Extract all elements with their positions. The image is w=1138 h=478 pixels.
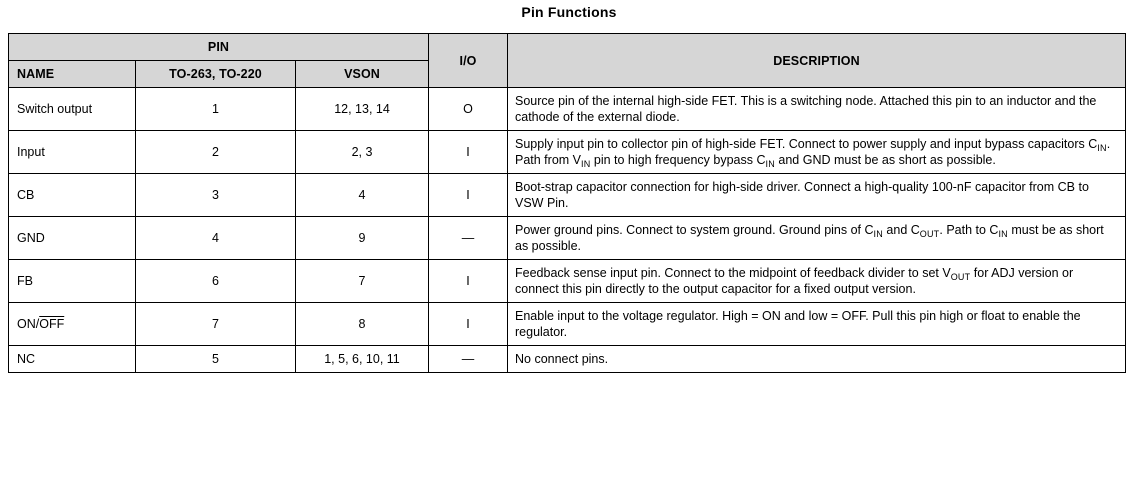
table-row: CB 3 4 I Boot-strap capacitor connection… [8, 173, 1126, 217]
cell-pin-name: Switch output [8, 87, 136, 131]
cell-io: — [428, 216, 508, 260]
cell-description: Boot-strap capacitor connection for high… [507, 173, 1126, 217]
cell-vson: 8 [295, 302, 429, 346]
cell-to263-to220: 7 [135, 302, 296, 346]
cell-io: — [428, 345, 508, 373]
cell-description: No connect pins. [507, 345, 1126, 373]
cell-description: Source pin of the internal high-side FET… [507, 87, 1126, 131]
cell-description: Power ground pins. Connect to system gro… [507, 216, 1126, 260]
column-header-io: I/O [428, 33, 508, 88]
table-header: PIN I/O DESCRIPTION NAME TO-263, TO-220 … [8, 33, 1126, 88]
cell-pin-name: ON/OFF [8, 302, 136, 346]
cell-io: O [428, 87, 508, 131]
pin-name-plain: ON/ [17, 317, 40, 331]
pin-functions-table-container: PIN I/O DESCRIPTION NAME TO-263, TO-220 … [8, 33, 1126, 373]
column-header-vson: VSON [295, 60, 429, 88]
cell-io: I [428, 302, 508, 346]
table-row: ON/OFF 7 8 I Enable input to the voltage… [8, 302, 1126, 346]
description-text: No connect pins. [515, 352, 609, 366]
description-text: Feedback sense input pin. Connect to the… [515, 266, 1074, 296]
table-row: NC 5 1, 5, 6, 10, 11 — No connect pins. [8, 345, 1126, 373]
cell-to263-to220: 4 [135, 216, 296, 260]
cell-to263-to220: 6 [135, 259, 296, 303]
pin-functions-table: PIN I/O DESCRIPTION NAME TO-263, TO-220 … [8, 33, 1126, 373]
cell-description: Enable input to the voltage regulator. H… [507, 302, 1126, 346]
table-row: GND 4 9 — Power ground pins. Connect to … [8, 216, 1126, 260]
cell-pin-name: CB [8, 173, 136, 217]
cell-io: I [428, 173, 508, 217]
cell-description: Supply input pin to collector pin of hig… [507, 130, 1126, 174]
table-header-row-sub: NAME TO-263, TO-220 VSON [8, 60, 1126, 88]
cell-description: Feedback sense input pin. Connect to the… [507, 259, 1126, 303]
column-group-header-pin: PIN [8, 33, 429, 61]
column-header-name: NAME [8, 60, 136, 88]
cell-pin-name: GND [8, 216, 136, 260]
description-text: Enable input to the voltage regulator. H… [515, 309, 1081, 339]
cell-vson: 7 [295, 259, 429, 303]
description-text: Supply input pin to collector pin of hig… [515, 137, 1111, 169]
table-row: Switch output 1 12, 13, 14 O Source pin … [8, 87, 1126, 131]
description-text: Boot-strap capacitor connection for high… [515, 180, 1089, 210]
pin-name-overlined: OFF [39, 317, 65, 331]
cell-to263-to220: 2 [135, 130, 296, 174]
table-body: Switch output 1 12, 13, 14 O Source pin … [8, 87, 1126, 373]
description-text: Source pin of the internal high-side FET… [515, 94, 1097, 124]
cell-to263-to220: 1 [135, 87, 296, 131]
cell-vson: 12, 13, 14 [295, 87, 429, 131]
column-header-to263-to220: TO-263, TO-220 [135, 60, 296, 88]
cell-to263-to220: 3 [135, 173, 296, 217]
table-row: FB 6 7 I Feedback sense input pin. Conne… [8, 259, 1126, 303]
cell-io: I [428, 130, 508, 174]
description-text: Power ground pins. Connect to system gro… [515, 223, 1104, 253]
cell-vson: 1, 5, 6, 10, 11 [295, 345, 429, 373]
cell-pin-name: FB [8, 259, 136, 303]
table-row: Input 2 2, 3 I Supply input pin to colle… [8, 130, 1126, 174]
cell-pin-name: Input [8, 130, 136, 174]
cell-to263-to220: 5 [135, 345, 296, 373]
page-title: Pin Functions [521, 4, 617, 20]
cell-vson: 4 [295, 173, 429, 217]
cell-vson: 2, 3 [295, 130, 429, 174]
column-header-description: DESCRIPTION [507, 33, 1126, 88]
cell-vson: 9 [295, 216, 429, 260]
table-header-row-group: PIN I/O DESCRIPTION [8, 33, 1126, 88]
cell-pin-name: NC [8, 345, 136, 373]
cell-io: I [428, 259, 508, 303]
